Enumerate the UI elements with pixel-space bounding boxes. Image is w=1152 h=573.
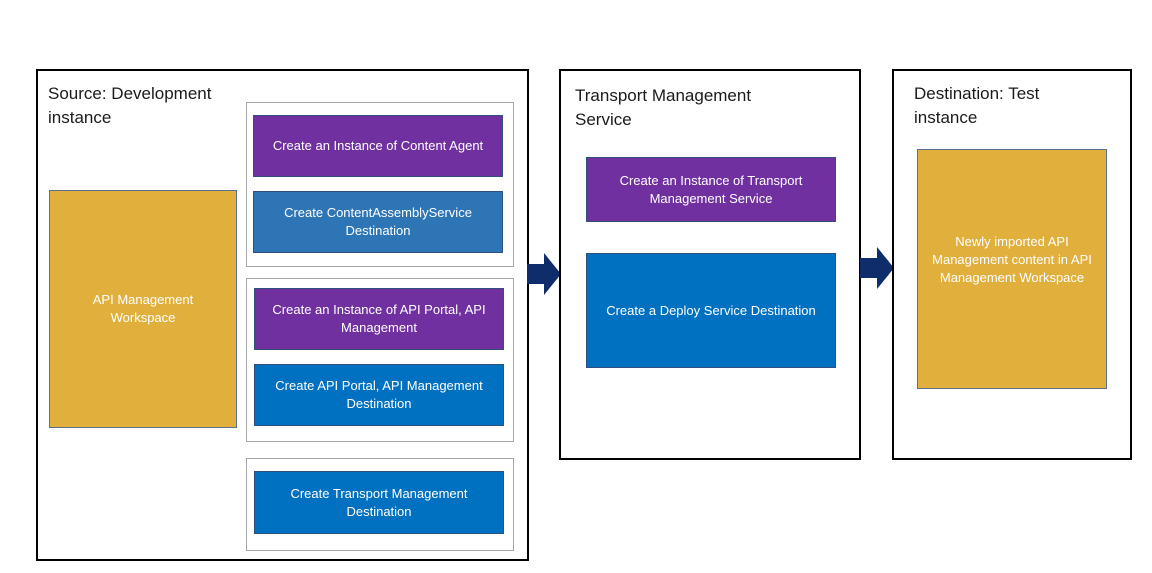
create-api-portal-destination-box: Create API Portal, API Management Destin…: [254, 364, 504, 426]
source-panel: Source: Development instance API Managem…: [36, 69, 529, 561]
create-deploy-service-destination-box: Create a Deploy Service Destination: [586, 253, 836, 368]
create-transport-management-destination-box: Create Transport Management Destination: [254, 471, 504, 534]
destination-panel: Destination: Test instance Newly importe…: [892, 69, 1132, 460]
create-content-agent-instance-box: Create an Instance of Content Agent: [253, 115, 503, 177]
create-api-portal-instance-box: Create an Instance of API Portal, API Ma…: [254, 288, 504, 350]
arrow-right-icon: [860, 247, 894, 289]
destination-panel-title: Destination: Test instance: [914, 84, 1040, 127]
api-management-workspace-box: API Management Workspace: [49, 190, 237, 428]
transport-panel: Transport Management Service Create an I…: [559, 69, 861, 460]
arrow-right-icon: [527, 253, 561, 295]
source-panel-title: Source: Development instance: [48, 84, 212, 127]
transport-destination-group: Create Transport Management Destination: [246, 458, 514, 551]
content-agent-group: Create an Instance of Content Agent Crea…: [246, 102, 514, 267]
create-contentassemblyservice-destination-box: Create ContentAssemblyService Destinatio…: [253, 191, 503, 253]
transport-panel-title: Transport Management Service: [575, 86, 752, 129]
imported-api-management-content-box: Newly imported API Management content in…: [917, 149, 1107, 389]
create-transport-management-instance-box: Create an Instance of Transport Manageme…: [586, 157, 836, 222]
api-portal-group: Create an Instance of API Portal, API Ma…: [246, 278, 514, 442]
